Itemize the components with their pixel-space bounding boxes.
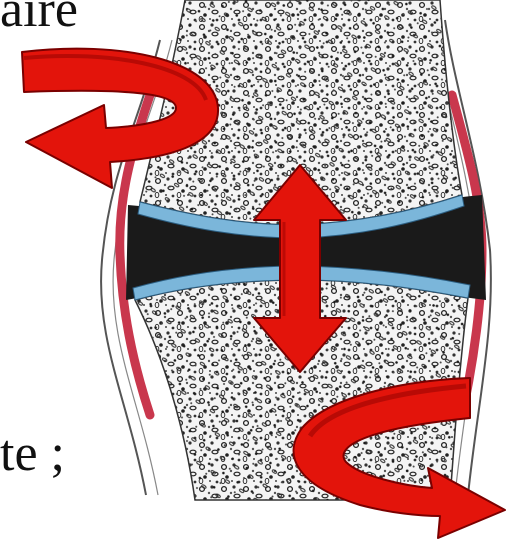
joint-diagram [0,0,518,547]
